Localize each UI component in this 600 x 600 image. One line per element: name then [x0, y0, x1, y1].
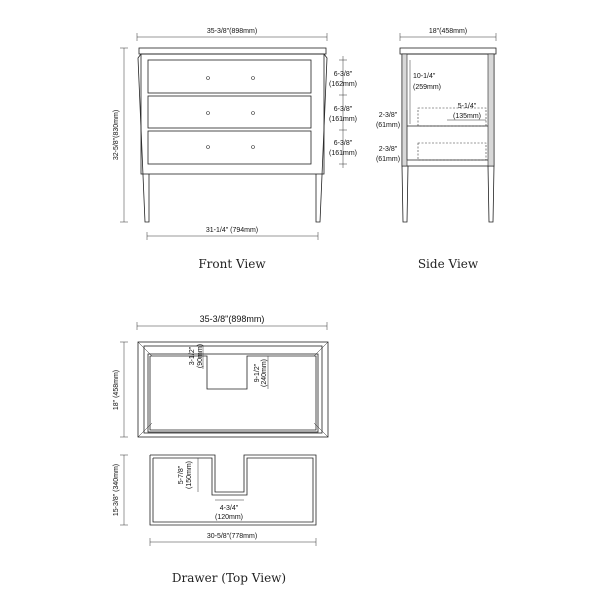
- drawer-3-knob-right: [251, 145, 255, 149]
- drawer-notch-width-imperial: 4-3/4": [220, 505, 239, 512]
- side-drawer-box-1: [417, 107, 487, 127]
- drawer-1-height-metric: (162mm): [329, 81, 357, 88]
- drawer-3-height-metric: (161mm): [329, 150, 357, 157]
- front-leg-width-label: 31-1/4" (794mm): [206, 227, 258, 234]
- front-drawer-3: [147, 130, 312, 165]
- shelf-gap-2-imperial: 2-3/8": [379, 146, 398, 153]
- side-back-panel: [487, 53, 495, 167]
- front-width-label: 35-3/8"(898mm): [207, 28, 257, 35]
- side-leg-back: [487, 165, 495, 223]
- side-inner-depth-imperial: 5-1/4": [458, 103, 477, 110]
- top-view: 35-3/8"(898mm) 3-1/2" (90mm) 9-1/2" (240…: [113, 314, 329, 438]
- front-height-label: 32-5/8"(830mm): [113, 110, 120, 160]
- side-inner-height-imperial: 10-1/4": [413, 73, 436, 80]
- side-inner-height-metric: (259mm): [413, 84, 441, 91]
- drawer-2-knob-right: [251, 111, 255, 115]
- side-inner-depth-metric: (135mm): [453, 113, 481, 120]
- side-depth-label: 18"(458mm): [429, 28, 467, 35]
- drawer-inner-outline: [152, 457, 314, 523]
- drawer-3-knob-left: [206, 145, 210, 149]
- top-notch2-depth-metric: (240mm): [261, 359, 268, 387]
- side-view-title: Side View: [418, 257, 479, 271]
- top-notch-depth-metric: (90mm): [197, 344, 204, 368]
- drawer-view-title: Drawer (Top View): [172, 571, 286, 585]
- top-notch-depth-imperial: 3-1/2": [189, 346, 196, 365]
- drawer-1-knob-right: [251, 76, 255, 80]
- drawer-depth-label: 15-3/8" (340mm): [113, 464, 120, 516]
- side-top-slab: [399, 47, 497, 55]
- top-width-label: 35-3/8"(898mm): [200, 314, 265, 324]
- drawer-1-knob-left: [206, 76, 210, 80]
- front-leg-left: [137, 53, 150, 223]
- side-leg-front: [401, 165, 409, 223]
- drawer-2-height-metric: (161mm): [329, 116, 357, 123]
- top-outline: [137, 341, 329, 438]
- front-drawer-1: [147, 59, 312, 94]
- top-depth-label: 18" (458mm): [113, 370, 120, 410]
- top-drawer-outline: [149, 355, 317, 431]
- top-drawer-frame: [147, 353, 319, 433]
- shelf-gap-1-imperial: 2-3/8": [379, 112, 398, 119]
- side-view: 18"(458mm) 10-1/4" (259mm) 5-1/4" (135mm…: [376, 28, 497, 271]
- drawer-1-height-imperial: 6-3/8": [334, 71, 353, 78]
- front-view-title: Front View: [198, 257, 266, 271]
- top-notch2-depth-imperial: 9-1/2": [254, 363, 261, 382]
- front-carcass: [140, 53, 325, 175]
- drawer-2-height-imperial: 6-3/8": [334, 106, 353, 113]
- drawer-notch-depth-imperial: 5-7/8": [178, 465, 185, 484]
- front-leg-right: [315, 53, 328, 223]
- drawer-2-knob-left: [206, 111, 210, 115]
- drawer-top-view: 15-3/8" (340mm) 5-7/8" (150mm) 4-3/4" (1…: [113, 454, 317, 585]
- side-drawer-box-2: [417, 142, 487, 161]
- front-top-slab: [138, 47, 327, 55]
- drawer-width-label: 30-5/8"(778mm): [207, 533, 257, 540]
- front-drawer-2: [147, 95, 312, 129]
- side-carcass: [401, 53, 495, 167]
- drawer-notch-depth-metric: (150mm): [186, 461, 193, 489]
- drawer-notch-width-metric: (120mm): [215, 514, 243, 521]
- top-inner-frame: [143, 345, 323, 434]
- shelf-gap-2-metric: (61mm): [376, 156, 400, 163]
- drawer-outline: [149, 454, 317, 526]
- side-front-panel: [401, 53, 408, 167]
- drawer-3-height-imperial: 6-3/8": [334, 140, 353, 147]
- shelf-gap-1-metric: (61mm): [376, 122, 400, 129]
- front-view: 35-3/8"(898mm) 32-5/8"(830mm) 31-1/4" (7…: [113, 28, 357, 271]
